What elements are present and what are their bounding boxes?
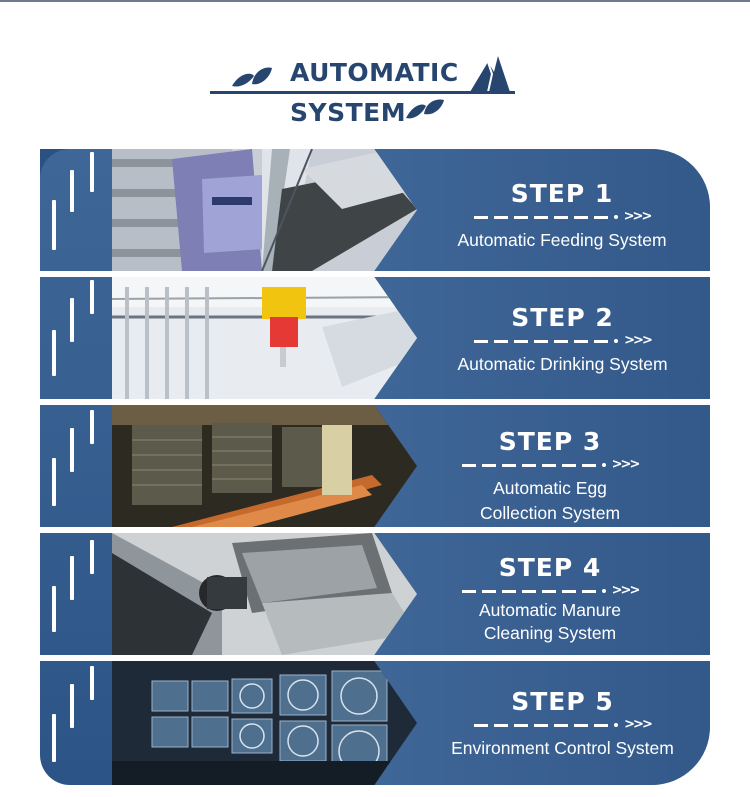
step-row-1: STEP 1 >>> Automatic Feeding System <box>112 149 710 271</box>
step-desc-3-line-1: Automatic Egg <box>493 478 607 498</box>
step-desc-4-line-1: Automatic Manure <box>478 600 621 620</box>
dashed-arrow: >>> <box>430 458 670 472</box>
feeding-system-photo <box>112 149 417 271</box>
step-title-3: STEP 3 <box>498 427 602 456</box>
title-line-1: AUTOMATIC <box>290 58 459 87</box>
step-text-3: STEP 3 >>> Automatic Egg Collection Syst… <box>430 427 670 526</box>
step-text-2: STEP 2 >>> Automatic Drinking System <box>430 303 695 377</box>
dashed-arrow: >>> <box>430 718 695 732</box>
step-text-5: STEP 5 >>> Environment Control System <box>430 687 695 761</box>
step-title-1: STEP 1 <box>510 179 614 208</box>
mountain-icon <box>470 56 510 93</box>
drinking-system-photo <box>112 277 417 399</box>
step-title-2: STEP 2 <box>511 303 614 332</box>
row-separator <box>40 655 710 661</box>
leaf-icon <box>232 67 272 87</box>
step-text-4: STEP 4 >>> Automatic Manure Cleaning Sys… <box>430 553 670 646</box>
step-title-4: STEP 4 <box>498 553 602 582</box>
step-desc-1-line-1: Automatic Feeding System <box>457 230 667 250</box>
row-separator <box>40 399 710 405</box>
egg-collection-photo <box>112 405 417 527</box>
step-row-4: STEP 4 >>> Automatic Manure Cleaning Sys… <box>112 533 710 655</box>
step-row-2: STEP 2 >>> Automatic Drinking System <box>112 277 710 399</box>
step-title-5: STEP 5 <box>511 687 614 716</box>
step-row-5: STEP 5 >>> Environment Control System <box>112 661 710 785</box>
dashed-arrow: >>> <box>442 210 682 224</box>
manure-cleaning-photo <box>112 533 417 655</box>
top-border <box>0 0 750 2</box>
title-line-2: SYSTEM <box>290 98 407 127</box>
step-text-1: STEP 1 >>> Automatic Feeding System <box>442 179 682 253</box>
step-desc-3-line-2: Collection System <box>479 503 621 523</box>
step-desc-5-line-1: Environment Control System <box>451 738 674 758</box>
row-separator <box>40 271 710 277</box>
step-desc-4-line-2: Cleaning System <box>483 623 617 643</box>
panel-left-stripe <box>40 149 112 785</box>
header-divider <box>210 91 515 94</box>
dashed-arrow: >>> <box>430 334 695 348</box>
environment-control-photo <box>112 661 417 785</box>
leaf-icon <box>406 99 444 119</box>
dashed-arrow: >>> <box>430 584 670 598</box>
header: AUTOMATIC SYSTEM <box>0 0 750 140</box>
row-separator <box>40 527 710 533</box>
step-desc-2-line-1: Automatic Drinking System <box>457 354 668 374</box>
step-row-3: STEP 3 >>> Automatic Egg Collection Syst… <box>112 405 710 527</box>
